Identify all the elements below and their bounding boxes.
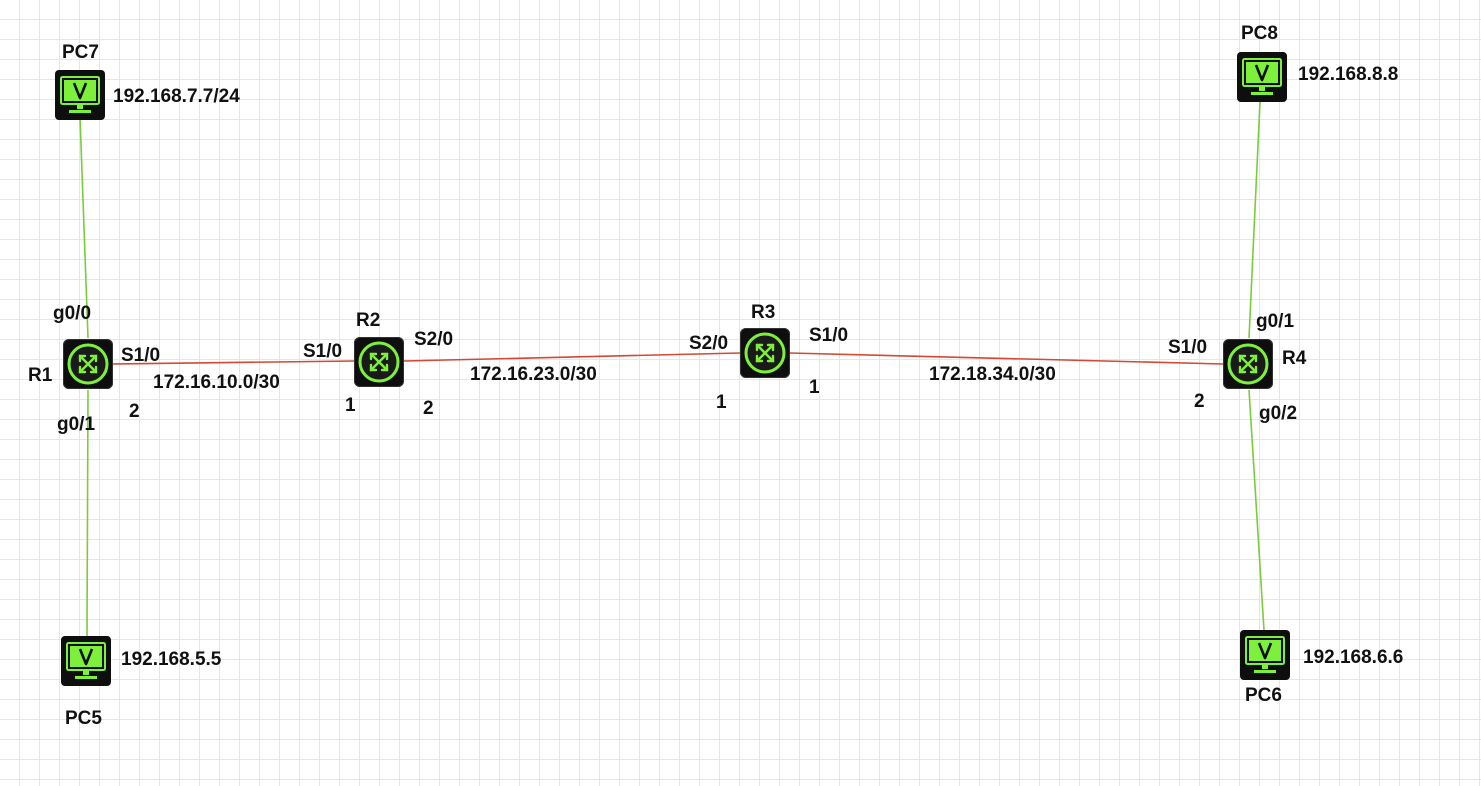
router-icon [358, 341, 400, 383]
link-r3-r4[interactable] [789, 352, 1224, 365]
label-r4-g01: g0/1 [1256, 311, 1295, 332]
link-r1-r2[interactable] [111, 360, 355, 365]
label-r2-s20: S2/0 [414, 329, 454, 350]
pc-pc5[interactable] [61, 636, 111, 686]
pc-monitor-icon [61, 636, 111, 686]
label-pc5-name: PC5 [65, 708, 102, 729]
link-r4-pc6[interactable] [1248, 389, 1265, 631]
label-pc7-ip: 192.168.7.7/24 [113, 86, 240, 107]
label-hostid-r1-s10: 2 [129, 401, 140, 422]
router-r3[interactable] [740, 328, 790, 378]
link-r2-r3[interactable] [403, 352, 741, 362]
link-r1-pc5[interactable] [86, 389, 89, 637]
label-r4-name: R4 [1282, 348, 1307, 369]
router-r2[interactable] [354, 337, 404, 387]
label-hostid-r2-s10: 1 [345, 395, 356, 416]
label-subnet-r2-r3: 172.16.23.0/30 [470, 364, 597, 385]
label-r3-name: R3 [751, 302, 776, 323]
label-pc6-name: PC6 [1245, 685, 1282, 706]
label-r1-name: R1 [28, 365, 53, 386]
label-hostid-r3-s10: 1 [809, 377, 820, 398]
label-pc5-ip: 192.168.5.5 [121, 649, 222, 670]
router-r1[interactable] [63, 339, 113, 389]
label-hostid-r4-s10: 2 [1194, 391, 1205, 412]
label-r2-name: R2 [356, 310, 381, 331]
router-icon [1227, 343, 1269, 385]
label-r1-g01: g0/1 [57, 414, 96, 435]
router-icon [67, 343, 109, 385]
pc-pc6[interactable] [1240, 630, 1290, 680]
label-r3-s10: S1/0 [809, 325, 849, 346]
label-pc6-ip: 192.168.6.6 [1303, 647, 1404, 668]
label-pc8-name: PC8 [1241, 23, 1278, 44]
router-icon [744, 332, 786, 374]
pc-monitor-icon [55, 70, 105, 120]
link-pc8-r4[interactable] [1248, 101, 1261, 339]
link-pc7-r1[interactable] [79, 116, 89, 339]
pc-pc8[interactable] [1237, 52, 1287, 102]
label-pc8-ip: 192.168.8.8 [1298, 64, 1399, 85]
label-hostid-r2-s20: 2 [423, 398, 434, 419]
label-subnet-r3-r4: 172.18.34.0/30 [929, 364, 1056, 385]
label-hostid-r3-s20: 1 [716, 392, 727, 413]
label-subnet-r1-r2: 172.16.10.0/30 [153, 372, 280, 393]
router-r4[interactable] [1223, 339, 1273, 389]
pc-monitor-icon [1237, 52, 1287, 102]
pc-monitor-icon [1240, 630, 1290, 680]
label-r4-s10: S1/0 [1168, 337, 1208, 358]
pc-pc7[interactable] [55, 70, 105, 120]
label-r1-s10: S1/0 [121, 345, 161, 366]
label-r3-s20: S2/0 [689, 333, 729, 354]
label-r2-s10: S1/0 [303, 341, 343, 362]
label-r1-g00: g0/0 [53, 303, 92, 324]
label-pc7-name: PC7 [62, 42, 99, 63]
label-r4-g02: g0/2 [1259, 403, 1298, 424]
